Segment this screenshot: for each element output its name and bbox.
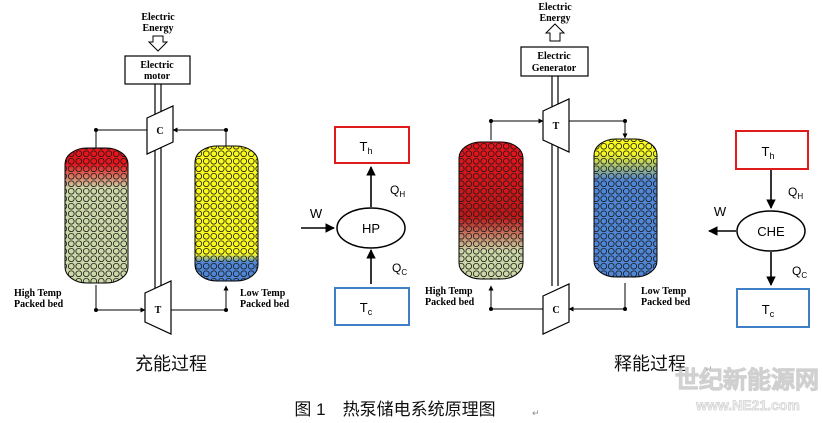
discharging-turbine (542, 98, 570, 153)
watermark-title: 世纪新能源网 (675, 366, 819, 394)
hot-reservoir-box (334, 126, 410, 164)
energy-output-arrow-icon (544, 23, 566, 42)
charging-cold-packed-bed (194, 145, 259, 282)
figure-caption: 图 1 热泵储电系统原理图 (294, 400, 495, 419)
che-cold-reservoir-box (736, 288, 810, 328)
motor-label-1: Electric (140, 60, 174, 71)
discharging-hot-bed-label-1: High Temp (425, 286, 473, 297)
svg-text:↵: ↵ (705, 364, 713, 374)
charging-caption: 充能过程 (135, 354, 207, 374)
charging-turbine-label: T (155, 305, 162, 316)
discharging-energy-label-1: Electric (538, 2, 572, 13)
discharging-hot-packed-bed (458, 141, 524, 280)
discharging-cold-bed-label-2: Packed bed (641, 297, 691, 308)
hp-hot-label: Th (360, 139, 373, 156)
cold-reservoir-box (334, 287, 410, 326)
discharging-cold-bed-label-1: Low Temp (641, 286, 687, 297)
energy-input-arrow-icon (147, 35, 169, 52)
watermark: 世纪新能源网 www.NE21.com (675, 366, 820, 414)
charging-compressor (146, 105, 174, 155)
discharging-energy-label-2: Energy (539, 13, 570, 24)
discharging-cold-packed-bed (593, 138, 658, 278)
discharging-compressor-label: C (552, 305, 559, 316)
charging-hot-bed-label-1: High Temp (14, 288, 62, 299)
charging-hot-packed-bed (64, 147, 129, 284)
charging-process: Electric Energy Electric motor C T (14, 12, 290, 335)
charging-cold-bed-label-2: Packed bed (240, 299, 290, 310)
electric-generator-box (520, 46, 589, 77)
heat-engine-cycle: Th CHE Tc W QH QC (708, 130, 810, 328)
discharging-turbine-label: T (553, 121, 560, 132)
che-cold-label: Tc (762, 302, 775, 319)
watermark-url: www.NE21.com (695, 397, 800, 413)
hp-engine-label: HP (362, 221, 380, 236)
hp-qc-label: QC (392, 261, 407, 277)
che-qc-label: QC (792, 264, 807, 280)
heat-pump-cycle: Th HP Tc W QH QC (301, 126, 410, 326)
hp-work-label: W (310, 206, 323, 221)
generator-label-2: Generator (532, 63, 577, 74)
che-hot-reservoir-box (735, 130, 809, 170)
charging-compressor-label: C (156, 126, 163, 137)
che-qh-label: QH (788, 185, 803, 201)
motor-label-2: motor (144, 71, 171, 82)
che-work-label: W (714, 204, 727, 219)
hp-cold-label: Tc (360, 300, 373, 317)
che-hot-label: Th (762, 144, 775, 161)
svg-text:↵: ↵ (532, 408, 540, 418)
charging-hot-bed-label-2: Packed bed (14, 299, 64, 310)
che-engine-label: CHE (757, 224, 785, 239)
hp-qh-label: QH (390, 183, 405, 199)
hp-engine-circle (336, 207, 406, 249)
discharging-hot-bed-label-2: Packed bed (425, 297, 475, 308)
generator-label-1: Electric (537, 51, 571, 62)
che-engine-circle (736, 210, 806, 252)
discharging-caption: 释能过程 (614, 354, 686, 374)
electric-motor-box (124, 55, 191, 85)
discharging-process: Electric Energy Electric Generator T C (425, 2, 691, 335)
charging-energy-label-2: Energy (142, 23, 173, 34)
charging-cold-bed-label-1: Low Temp (240, 288, 286, 299)
charging-energy-label-1: Electric (141, 12, 175, 23)
discharging-compressor (542, 283, 570, 335)
